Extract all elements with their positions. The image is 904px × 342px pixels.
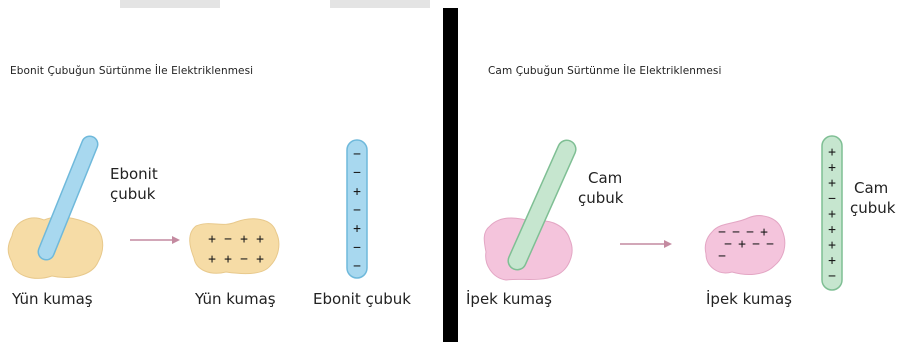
wool-cloth-after — [190, 219, 279, 274]
charge-sign: − — [353, 240, 361, 255]
charge-sign: + — [828, 207, 836, 222]
charge-sign: + — [828, 176, 836, 191]
charge-sign: + — [828, 161, 836, 176]
cam-charged-rod-label-line2: çubuk — [850, 198, 895, 218]
silk-label-after: İpek kumaş — [706, 290, 792, 308]
cam-charged-rod-label: Cam çubuk — [850, 178, 895, 218]
cam-charged-rod-label-line1: Cam — [850, 178, 895, 198]
cam-rod-label: Cam çubuk — [578, 168, 623, 208]
ebonit-panel: Ebonit Çubuğun Sürtünme İle Elektriklenm… — [0, 0, 443, 342]
charge-sign: + — [738, 237, 746, 252]
charge-sign: + — [828, 254, 836, 269]
ebonit-rod-label-line2: çubuk — [110, 184, 158, 204]
charge-sign: − — [353, 259, 361, 274]
cam-panel: Cam Çubuğun Sürtünme İle Elektriklenmesi… — [458, 0, 904, 342]
charge-sign: − — [718, 249, 726, 264]
charge-sign: + — [240, 232, 248, 247]
charge-sign: + — [828, 145, 836, 160]
charge-sign: − — [766, 237, 774, 252]
charge-sign: + — [828, 223, 836, 238]
process-arrow-head — [664, 240, 672, 248]
charge-sign: + — [353, 222, 361, 237]
charge-sign: − — [240, 252, 248, 267]
charge-sign: − — [828, 192, 836, 207]
charge-sign: + — [256, 252, 264, 267]
ebonit-rod-charges: − − + − + − − — [353, 147, 361, 274]
charge-sign: − — [828, 269, 836, 284]
charge-sign: − — [353, 203, 361, 218]
cam-rod-charges: +++−++++− — [828, 145, 836, 284]
panel-divider — [443, 8, 458, 342]
wool-label-after: Yün kumaş — [195, 290, 276, 308]
wool-label-before: Yün kumaş — [12, 290, 93, 308]
charge-sign: + — [256, 232, 264, 247]
ebonit-charged-rod-label: Ebonit çubuk — [313, 290, 411, 308]
charge-sign: + — [353, 184, 361, 199]
charge-sign: + — [208, 252, 216, 267]
cam-rod-label-line1: Cam — [578, 168, 623, 188]
charge-sign: + — [224, 252, 232, 267]
charge-sign: − — [224, 232, 232, 247]
charge-sign: − — [353, 147, 361, 162]
cam-rod-label-line2: çubuk — [578, 188, 623, 208]
ebonit-rod-label: Ebonit çubuk — [110, 164, 158, 204]
process-arrow-head — [172, 236, 180, 244]
charge-sign: + — [208, 232, 216, 247]
charge-sign: − — [353, 166, 361, 181]
ebonit-rod-label-line1: Ebonit — [110, 164, 158, 184]
silk-label-before: İpek kumaş — [466, 290, 552, 308]
charge-sign: + — [828, 238, 836, 253]
charge-sign: − — [752, 237, 760, 252]
